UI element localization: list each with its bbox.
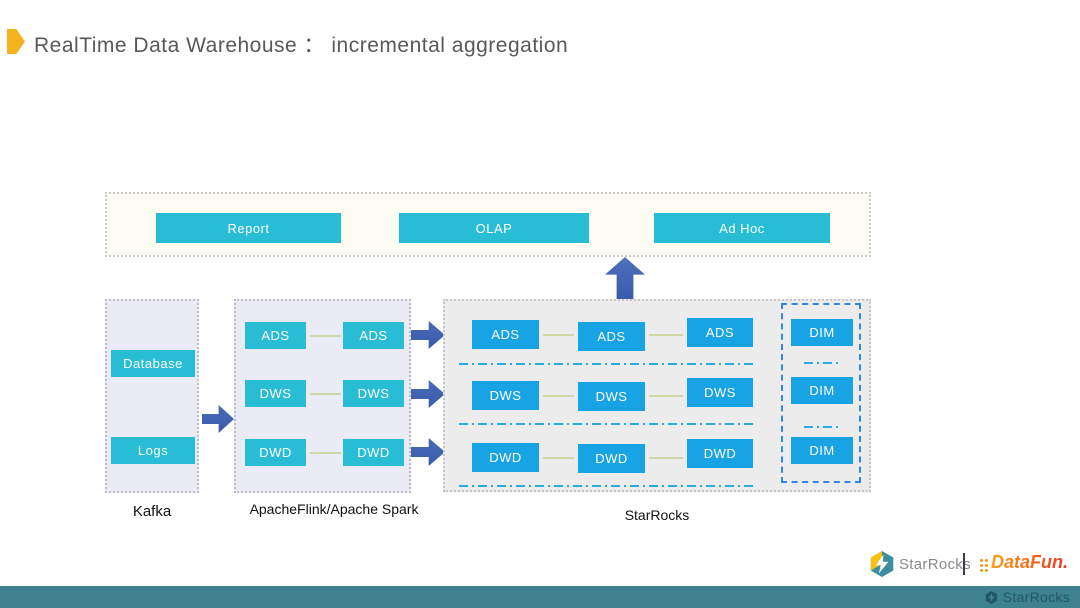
report-node: Report (156, 213, 341, 243)
sr-ads-node: ADS (472, 320, 539, 349)
dim-node: DIM (791, 377, 853, 404)
connector-line (543, 395, 574, 397)
starrocks-logo-text: StarRocks (899, 556, 971, 573)
database-node: Database (111, 350, 195, 377)
sr-dws-node: DWS (472, 381, 539, 410)
serving-layer-box: Report OLAP Ad Hoc (105, 192, 871, 257)
dim-node: DIM (791, 319, 853, 346)
logs-node: Logs (111, 437, 195, 464)
connector-line (649, 334, 683, 336)
title-bullet-icon (7, 29, 25, 54)
datafun-dots-icon (979, 558, 990, 572)
flink-dwd-node: DWD (343, 439, 404, 466)
flink-to-starrocks-arrow-icon (411, 321, 445, 349)
sr-dws-node: DWS (687, 378, 753, 407)
logo-divider (963, 553, 965, 575)
sr-dwd-node: DWD (472, 443, 539, 472)
layer-divider-line (459, 485, 755, 487)
kafka-box: Database Logs (105, 299, 199, 493)
dim-node: DIM (791, 437, 853, 464)
connector-line (649, 457, 683, 459)
adhoc-node: Ad Hoc (654, 213, 830, 243)
layer-divider-line (459, 423, 755, 425)
flink-dwd-node: DWD (245, 439, 306, 466)
starrocks-label: StarRocks (624, 507, 690, 523)
bar-starrocks-text: StarRocks (1002, 589, 1070, 605)
dim-divider-line (804, 426, 840, 428)
flink-box: ADS ADS DWS DWS DWD DWD (234, 299, 411, 493)
flink-ads-node: ADS (245, 322, 306, 349)
flink-to-starrocks-arrow-icon (411, 438, 445, 466)
bar-starrocks-icon (985, 590, 997, 604)
datafun-logo-text: DataFun. (991, 552, 1069, 572)
connector-line (310, 452, 341, 454)
dim-divider-line (804, 362, 840, 364)
flink-ads-node: ADS (343, 322, 404, 349)
sr-dws-node: DWS (578, 382, 645, 411)
sr-ads-node: ADS (578, 322, 645, 351)
flink-label: ApacheFlink/Apache Spark (249, 501, 419, 517)
kafka-label: Kafka (132, 503, 172, 520)
kafka-to-flink-arrow-icon (202, 405, 234, 433)
connector-line (310, 393, 341, 395)
connector-line (543, 457, 574, 459)
sr-dwd-node: DWD (578, 444, 645, 473)
connector-line (649, 395, 683, 397)
page-title: RealTime Data Warehouse ： incremental ag… (34, 34, 569, 57)
bottom-bar: StarRocks (0, 586, 1080, 608)
flink-dws-node: DWS (245, 380, 306, 407)
olap-node: OLAP (399, 213, 589, 243)
sr-dwd-node: DWD (687, 439, 753, 468)
connector-line (543, 334, 574, 336)
sr-ads-node: ADS (687, 318, 753, 347)
dim-box: DIM DIM DIM (781, 303, 861, 483)
up-arrow-icon (605, 257, 645, 299)
flink-to-starrocks-arrow-icon (411, 380, 445, 408)
connector-line (310, 335, 341, 337)
layer-divider-line (459, 363, 755, 365)
starrocks-logo-icon (870, 551, 894, 577)
flink-dws-node: DWS (343, 380, 404, 407)
